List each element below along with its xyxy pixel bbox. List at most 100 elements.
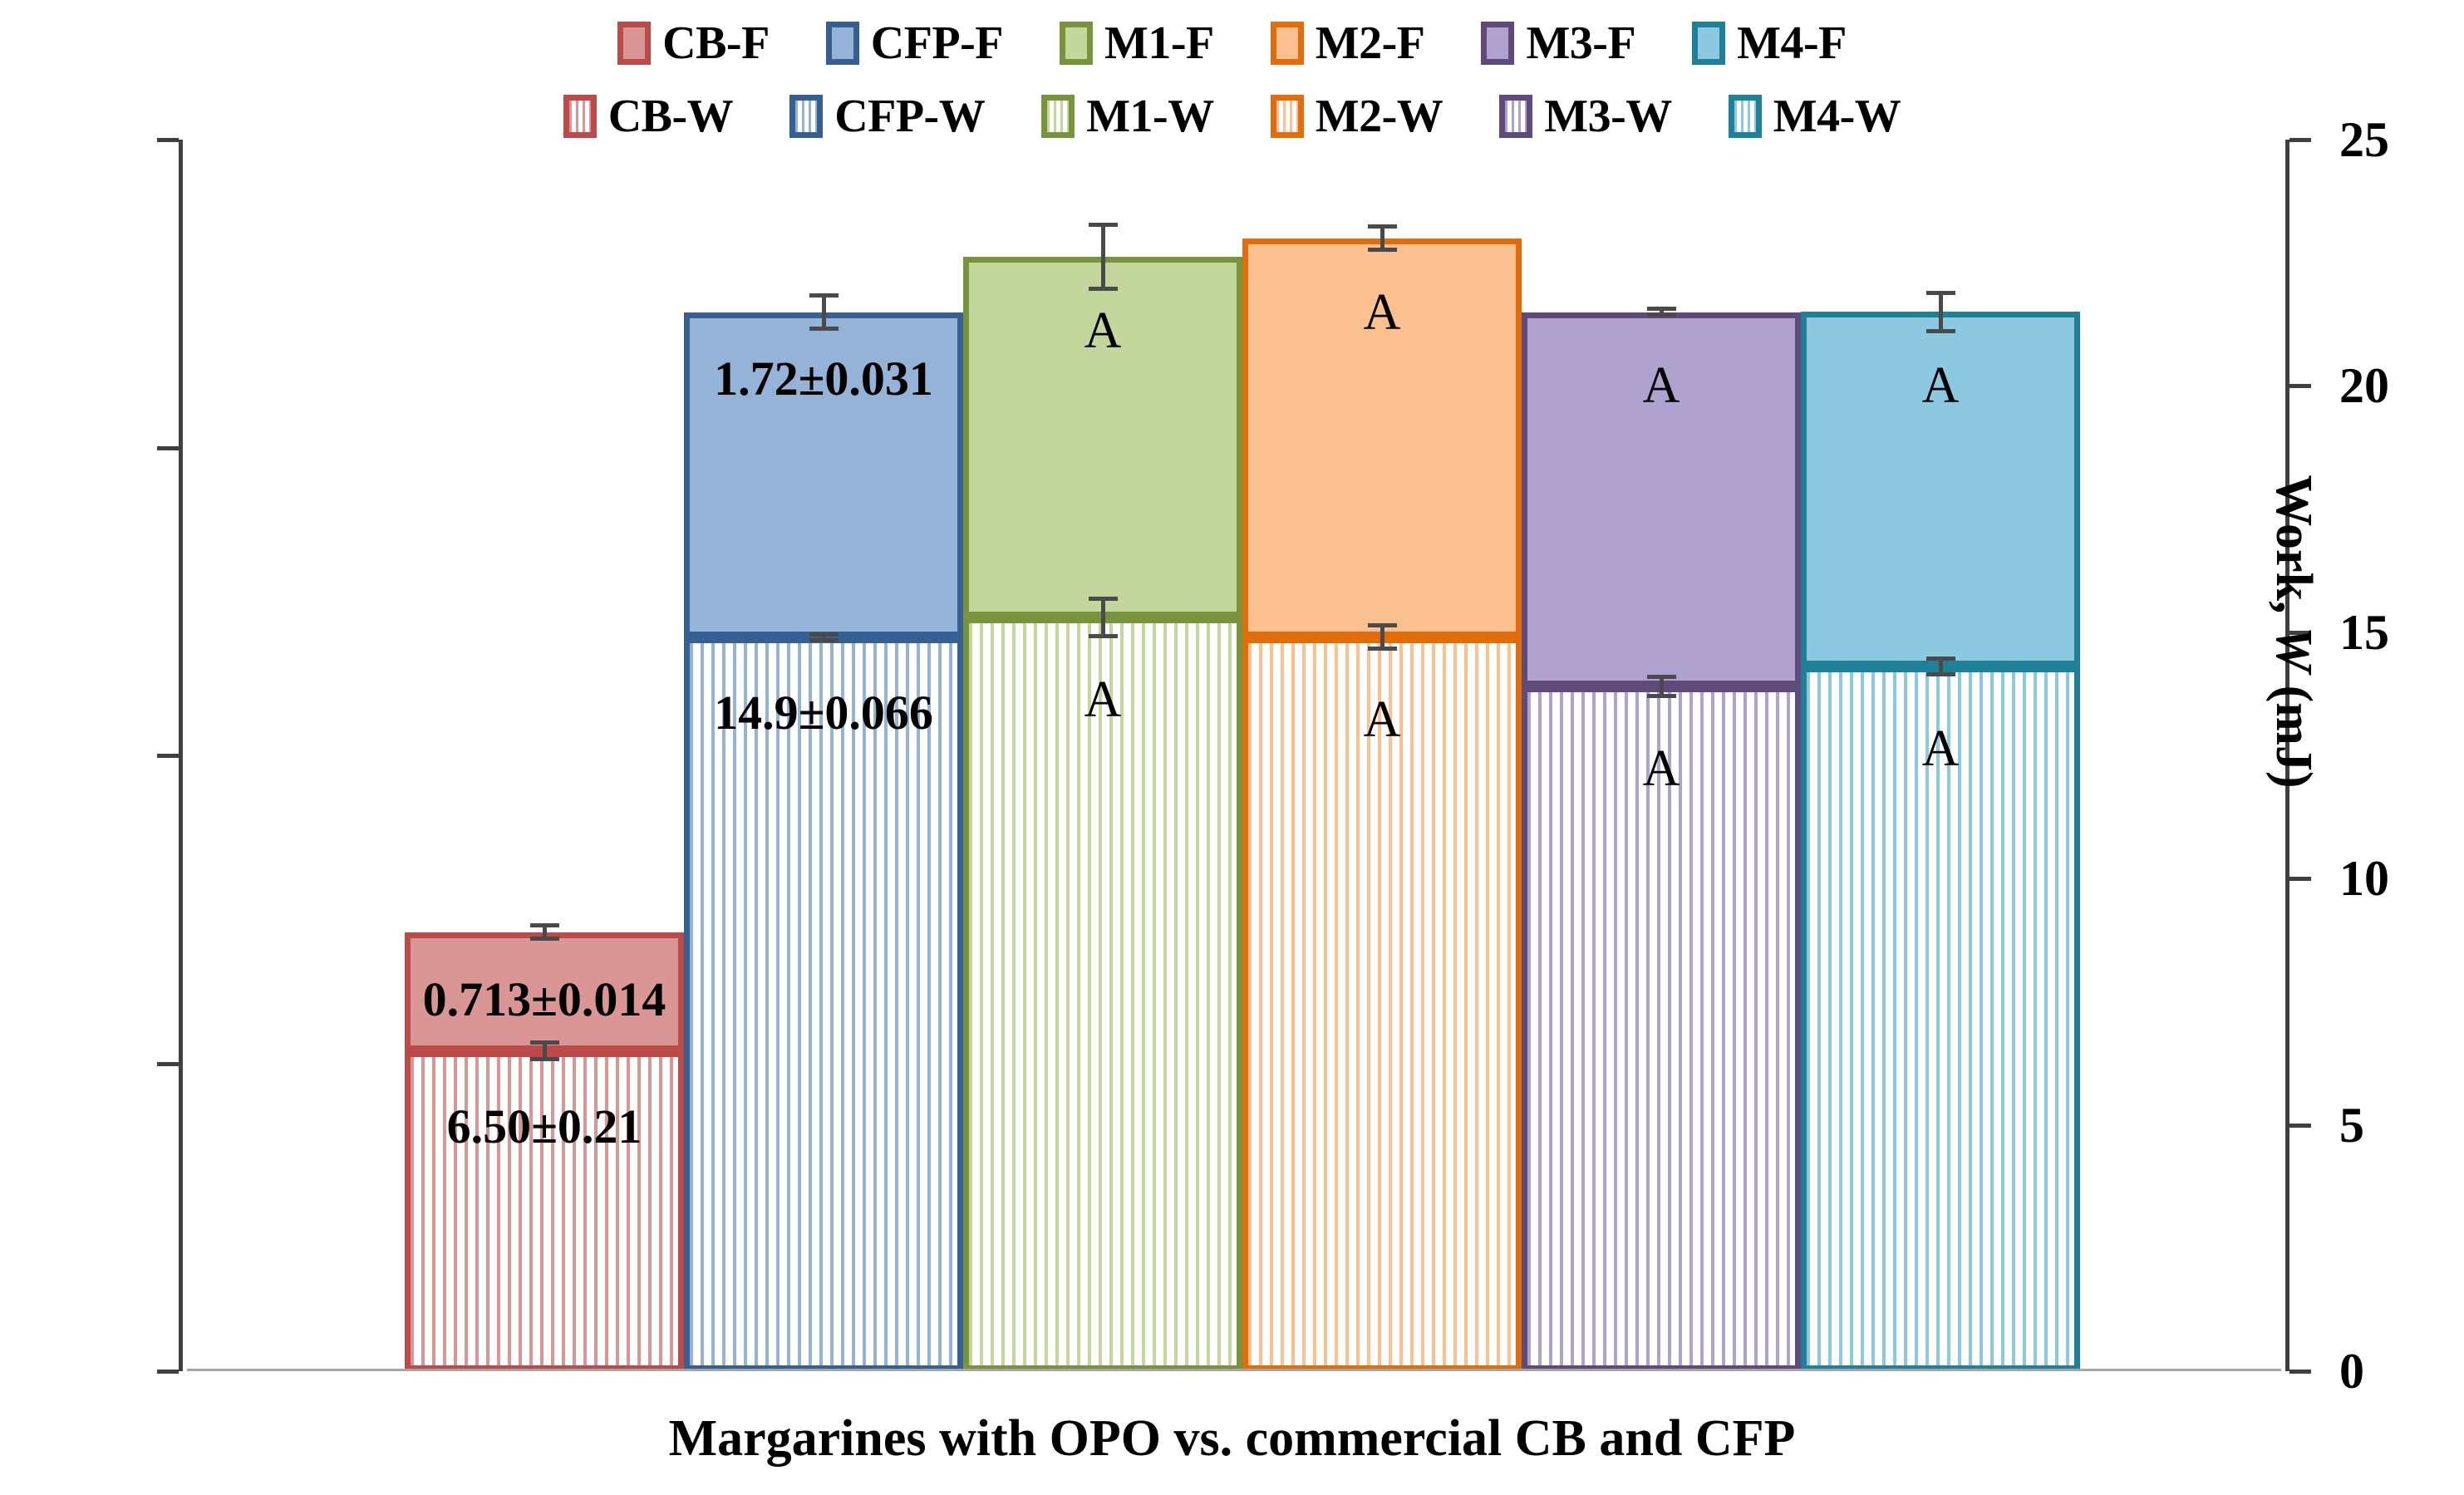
right-tick-mark [2289,384,2311,389]
legend-label: M3-W [1544,91,1672,142]
data-label-force-cfp: 1.72±0.031 [714,352,933,406]
category-axis-line [187,1369,2281,1371]
legend-label: CFP-F [870,17,1004,69]
data-label-force-m2: A [1363,283,1401,341]
right-tick-label: 15 [2339,604,2389,660]
left-tick-mark [157,754,179,758]
bar-segment-work-m1[interactable] [963,617,1242,1371]
data-label-work-cfp: 14.9±0.066 [714,685,933,740]
right-axis-title-pre: Work, [2265,475,2322,627]
error-bar-force-m2 [1368,224,1397,252]
legend-label: M4-F [1737,17,1847,69]
legend-item-cfp-f[interactable]: CFP-F [825,17,1004,69]
legend-label: CB-W [607,91,734,142]
legend-label: M1-W [1086,91,1214,142]
error-bar-work-cb [530,1040,559,1062]
legend-swatch-icon [1481,22,1515,65]
legend-item-cb-f[interactable]: CB-F [617,20,770,66]
error-bar-force-cfp [809,293,839,332]
bar-column-cb[interactable]: 0.713±0.014 6.50±0.21 [405,140,684,1371]
bar-segment-work-m3[interactable] [1522,686,1801,1371]
legend-item-m3-f[interactable]: M3-F [1481,17,1636,69]
error-bar-force-m4 [1926,290,1955,334]
bar-segment-force-cb[interactable] [405,932,684,1051]
legend-swatch-icon [1270,22,1304,65]
error-bar-work-m1 [1089,597,1118,638]
data-label-work-cb: 6.50±0.21 [446,1099,642,1153]
data-label-force-m4: A [1921,357,1960,415]
legend-swatch-icon [1692,22,1726,65]
left-tick-mark [157,445,179,450]
right-axis-title: Work, W (mJ) [2265,475,2322,789]
bar-segment-work-m2[interactable] [1242,637,1522,1371]
right-tick-mark [2289,630,2311,635]
left-tick-mark [157,138,179,142]
left-tick-mark [157,1061,179,1066]
legend-item-m2-w[interactable]: M2-W [1270,91,1443,142]
legend-item-m1-f[interactable]: M1-F [1060,20,1214,66]
bar-segment-force-m2[interactable] [1242,238,1522,637]
legend-item-m4-w[interactable]: M4-W [1728,91,1901,142]
bar-segment-work-cfp[interactable] [684,637,963,1371]
legend-label: CB-F [662,17,770,69]
right-axis-line [2285,140,2289,1371]
bar-group: 0.713±0.014 6.50±0.21 1.72±0.031 14.9±0.066… [187,140,2281,1371]
data-label-work-m4: A [1921,720,1960,778]
right-tick-label: 10 [2339,851,2389,907]
legend-item-cb-w[interactable]: CB-W [563,91,734,142]
error-bar-force-m1 [1089,223,1118,291]
error-bar-work-m3 [1647,674,1676,699]
data-label-force-cb: 0.713±0.014 [422,971,666,1026]
data-label-work-m2: A [1363,691,1401,748]
legend-swatch-icon [1270,95,1304,138]
legend-label: M2-F [1315,17,1425,69]
bar-segment-work-cb[interactable] [405,1050,684,1371]
bar-segment-work-m4[interactable] [1801,666,2080,1371]
legend-label: M4-W [1773,91,1901,142]
legend-row-1: CB-F CFP-F M1-F M2-F M3-F M4-F [0,7,2464,80]
legend-row-2: CB-W CFP-W M1-W M2-W M3-W M4-W [0,80,2464,153]
data-label-force-m1: A [1084,302,1122,359]
left-tick-mark [157,1370,179,1374]
chart-legend: CB-F CFP-F M1-F M2-F M3-F M4-F CB-W CFP-W M1-W M2… [0,7,2464,156]
legend-swatch-icon [825,22,859,65]
legend-swatch-icon [617,22,652,65]
legend-swatch-icon [789,95,824,138]
right-tick-mark [2289,138,2311,142]
data-label-force-m3: A [1642,357,1680,415]
legend-item-m4-f[interactable]: M4-F [1692,20,1847,66]
right-tick-label: 20 [2339,358,2389,414]
legend-label: M3-F [1526,17,1636,69]
bar-column-cfp[interactable]: 1.72±0.031 14.9±0.066 [684,140,963,1371]
right-tick-label: 5 [2339,1097,2364,1153]
error-bar-force-cb [530,923,559,942]
error-bar-force-m3 [1647,307,1676,317]
bar-segment-force-m3[interactable] [1522,312,1801,687]
legend-swatch-icon [1728,95,1762,138]
right-tick-label: 0 [2339,1344,2364,1399]
legend-item-m3-w[interactable]: M3-W [1499,93,1672,140]
right-axis-title-symbol: W [2265,627,2322,673]
legend-item-cfp-w[interactable]: CFP-W [789,93,986,140]
legend-item-m1-w[interactable]: M1-W [1041,93,1214,140]
error-bar-work-m2 [1368,623,1397,652]
legend-label: M2-W [1315,91,1443,142]
bar-segment-force-m1[interactable] [963,256,1242,618]
legend-swatch-icon [1041,95,1075,138]
data-label-work-m3: A [1642,740,1680,798]
legend-item-m2-f[interactable]: M2-F [1270,17,1425,69]
legend-swatch-icon [1060,22,1093,65]
data-label-work-m1: A [1084,671,1122,729]
error-bar-work-cfp [809,632,839,642]
right-tick-mark [2289,877,2311,882]
right-tick-label: 25 [2339,112,2389,167]
x-axis-title: Margarines with OPO vs. commercial CB an… [668,1410,1796,1467]
right-tick-mark [2289,1370,2311,1374]
right-axis-title-post: (mJ) [2265,672,2322,789]
